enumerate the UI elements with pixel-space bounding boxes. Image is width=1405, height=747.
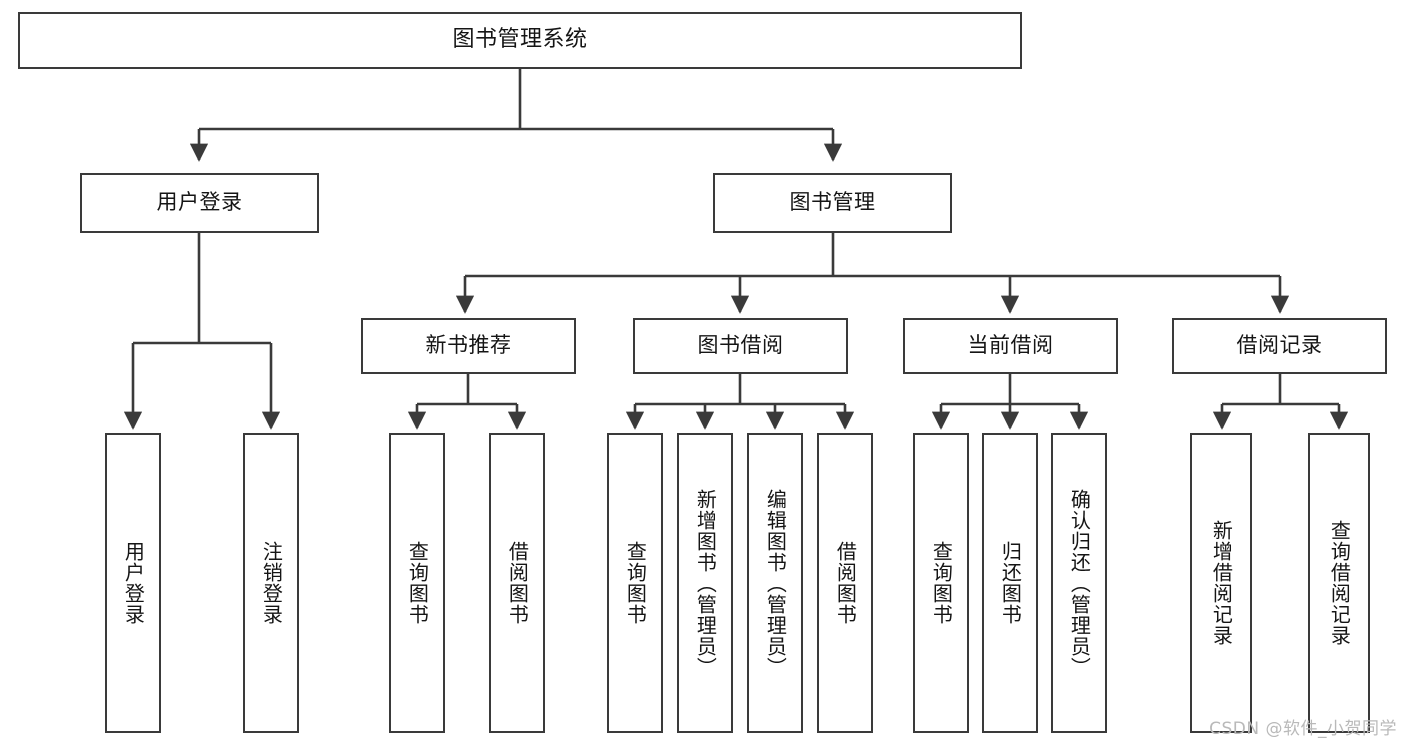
node-root[interactable]: 图书管理系统 [18, 12, 1022, 69]
leaf-user-login-label: 用户登录 [121, 541, 146, 625]
leaf-record-query-record-label: 查询借阅记录 [1327, 520, 1352, 646]
leaf-borrow-borrow-book-label: 借阅图书 [833, 541, 858, 625]
leaf-current-return-book[interactable]: 归还图书 [982, 433, 1038, 733]
leaf-borrow-query-book-label: 查询图书 [623, 541, 648, 625]
leaf-current-confirm-return-label: 确认归还（管理员） [1067, 488, 1092, 678]
leaf-current-query-book[interactable]: 查询图书 [913, 433, 969, 733]
leaf-borrow-query-book[interactable]: 查询图书 [607, 433, 663, 733]
leaf-borrow-borrow-book[interactable]: 借阅图书 [817, 433, 873, 733]
node-root-label: 图书管理系统 [452, 27, 588, 53]
node-book-borrow-label: 图书借阅 [697, 333, 784, 358]
leaf-record-query-record[interactable]: 查询借阅记录 [1308, 433, 1370, 733]
node-current-borrow[interactable]: 当前借阅 [903, 318, 1118, 374]
leaf-record-add-record-label: 新增借阅记录 [1209, 520, 1234, 646]
leaf-recommend-borrow-book[interactable]: 借阅图书 [489, 433, 545, 733]
leaf-user-logout-label: 注销登录 [259, 541, 284, 625]
node-current-borrow-label: 当前借阅 [967, 333, 1054, 358]
node-user-login-label: 用户登录 [156, 190, 243, 215]
leaf-recommend-query-book[interactable]: 查询图书 [389, 433, 445, 733]
node-book-borrow[interactable]: 图书借阅 [633, 318, 848, 374]
node-user-login[interactable]: 用户登录 [80, 173, 319, 233]
leaf-recommend-borrow-book-label: 借阅图书 [505, 541, 530, 625]
leaf-borrow-edit-book-label: 编辑图书（管理员） [763, 488, 788, 678]
node-new-book-recommend-label: 新书推荐 [425, 333, 512, 358]
leaf-current-query-book-label: 查询图书 [929, 541, 954, 625]
leaf-record-add-record[interactable]: 新增借阅记录 [1190, 433, 1252, 733]
leaf-current-confirm-return[interactable]: 确认归还（管理员） [1051, 433, 1107, 733]
watermark: CSDN @软件_小贺同学 [1209, 719, 1397, 739]
leaf-user-logout[interactable]: 注销登录 [243, 433, 299, 733]
leaf-borrow-add-book-label: 新增图书（管理员） [693, 488, 718, 678]
node-borrow-record[interactable]: 借阅记录 [1172, 318, 1387, 374]
leaf-borrow-add-book[interactable]: 新增图书（管理员） [677, 433, 733, 733]
node-book-management-label: 图书管理 [789, 190, 876, 215]
leaf-current-return-book-label: 归还图书 [998, 541, 1023, 625]
leaf-borrow-edit-book[interactable]: 编辑图书（管理员） [747, 433, 803, 733]
node-new-book-recommend[interactable]: 新书推荐 [361, 318, 576, 374]
node-borrow-record-label: 借阅记录 [1236, 333, 1323, 358]
node-book-management[interactable]: 图书管理 [713, 173, 952, 233]
leaf-recommend-query-book-label: 查询图书 [405, 541, 430, 625]
leaf-user-login[interactable]: 用户登录 [105, 433, 161, 733]
